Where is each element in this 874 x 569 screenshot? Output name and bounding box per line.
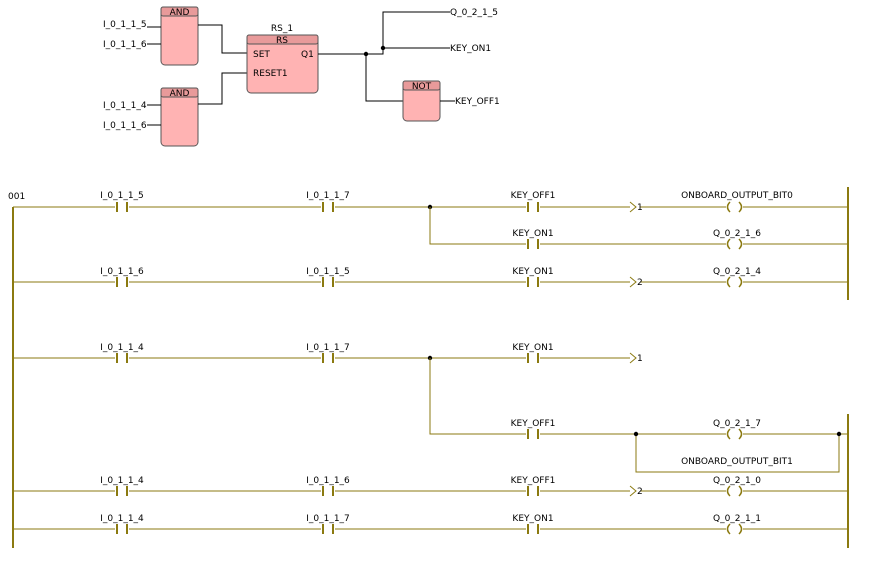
label-r2-coil: Q_0_2_1_4	[713, 267, 761, 277]
contact-r5-2[interactable]	[322, 524, 334, 534]
rung-5: I_0_1_1_4 I_0_1_1_7 KEY_ON1 Q_0_2_1_1	[13, 514, 848, 535]
contact-r2-3[interactable]	[527, 277, 539, 287]
label-r3b-coil: Q_0_2_1_7	[713, 419, 761, 429]
and1-input-1-label: I_0_1_1_5	[103, 20, 147, 30]
jump-r2-icon[interactable]	[629, 276, 637, 288]
jump-r1-icon[interactable]	[629, 201, 637, 213]
label-r2-jump: 2	[637, 278, 643, 288]
contact-r1b[interactable]	[527, 239, 539, 249]
contact-r1-2[interactable]	[322, 202, 334, 212]
and-block-1[interactable]: AND	[160, 6, 199, 66]
contact-r2-2[interactable]	[322, 277, 334, 287]
label-r4-c2: I_0_1_1_6	[306, 476, 350, 486]
rs-block-title: RS	[276, 36, 288, 46]
label-r4-coil: Q_0_2_1_0	[713, 476, 761, 486]
and2-input-1-label: I_0_1_1_4	[103, 101, 147, 111]
contact-r4-2[interactable]	[322, 486, 334, 496]
label-r2-c1: I_0_1_1_6	[100, 267, 144, 277]
contact-r2-1[interactable]	[116, 277, 128, 287]
q-output-wire	[366, 11, 450, 55]
coil-r1[interactable]	[726, 201, 743, 213]
key-on-junction	[380, 45, 386, 51]
and-block-1-title: AND	[170, 8, 190, 18]
coil-r1b[interactable]	[726, 238, 743, 250]
contact-r4-1[interactable]	[116, 486, 128, 496]
contact-r5-3[interactable]	[527, 524, 539, 534]
rung-3: I_0_1_1_4 I_0_1_1_7 KEY_ON1 1	[13, 343, 643, 364]
label-r1-jump: 1	[637, 203, 643, 213]
label-r1b-coil: Q_0_2_1_6	[713, 229, 761, 239]
rs-q-pin: Q1	[301, 50, 314, 60]
label-r4-jump: 2	[637, 487, 643, 497]
q-output-label: Q_0_2_1_5	[450, 8, 498, 18]
label-r3-c3: KEY_ON1	[512, 343, 553, 353]
contact-r1-1[interactable]	[116, 202, 128, 212]
rs-reset-pin: RESET1	[253, 69, 288, 79]
rung-4: I_0_1_1_4 I_0_1_1_6 KEY_OFF1 2 Q_0_2_1_0	[13, 476, 848, 497]
and-block-2[interactable]: AND	[160, 87, 199, 147]
contact-r3b[interactable]	[527, 429, 539, 439]
label-r3c-coil: ONBOARD_OUTPUT_BIT1	[681, 457, 793, 467]
coil-r3b[interactable]	[726, 428, 743, 440]
and1-input-wires	[147, 26, 161, 45]
contact-r3-1[interactable]	[116, 353, 128, 363]
label-r4-c1: I_0_1_1_4	[100, 476, 144, 486]
and2-input-wires	[147, 104, 161, 126]
rung-3-branch: KEY_OFF1 Q_0_2_1_7 ONBOARD_OUTPUT_BIT1	[429, 358, 848, 473]
contact-r4-3[interactable]	[527, 486, 539, 496]
label-r5-coil: Q_0_2_1_1	[713, 514, 761, 524]
label-r3-jump: 1	[637, 354, 643, 364]
coil-r5[interactable]	[726, 523, 743, 535]
rung-number: 001	[8, 192, 25, 202]
label-r4-c3: KEY_OFF1	[511, 476, 556, 486]
contact-r1-3[interactable]	[527, 202, 539, 212]
coil-r2[interactable]	[726, 276, 743, 288]
and2-to-reset-wire	[198, 72, 247, 105]
not-block[interactable]: NOT	[402, 80, 441, 122]
ladder-section: 001 I_0_1_1_5 I_0_1_1_7 KEY_OFF1 1 ONBOA…	[8, 187, 849, 548]
rung-1-branch: KEY_ON1 Q_0_2_1_6	[429, 207, 848, 250]
label-r1b-c3: KEY_ON1	[512, 229, 553, 239]
label-r3-c2: I_0_1_1_7	[306, 343, 350, 353]
label-r5-c3: KEY_ON1	[512, 514, 553, 524]
key-off-output-label: KEY_OFF1	[455, 97, 500, 107]
label-r1-c3: KEY_OFF1	[511, 191, 556, 201]
contact-r5-1[interactable]	[116, 524, 128, 534]
fbd-section: AND I_0_1_1_5 I_0_1_1_6 AND I_0_1_1_4 I_…	[103, 6, 500, 147]
coil-r4[interactable]	[726, 485, 743, 497]
label-r3b-c3: KEY_OFF1	[511, 419, 556, 429]
label-r5-c1: I_0_1_1_4	[100, 514, 144, 524]
rung-1: I_0_1_1_5 I_0_1_1_7 KEY_OFF1 1 ONBOARD_O…	[13, 191, 848, 213]
label-r2-c2: I_0_1_1_5	[306, 267, 350, 277]
jump-r3-icon[interactable]	[629, 352, 637, 364]
to-not-wire	[365, 54, 403, 102]
rung-2: I_0_1_1_6 I_0_1_1_5 KEY_ON1 2 Q_0_2_1_4	[13, 267, 848, 288]
contact-r3-3[interactable]	[527, 353, 539, 363]
and1-to-set-wire	[198, 24, 247, 54]
rs-block[interactable]: RS SET RESET1 Q1	[246, 34, 319, 94]
jump-r4-icon[interactable]	[629, 485, 637, 497]
and-block-2-title: AND	[170, 89, 190, 99]
label-r5-c2: I_0_1_1_7	[306, 514, 350, 524]
label-r1-c1: I_0_1_1_5	[100, 191, 144, 201]
label-r3-c1: I_0_1_1_4	[100, 343, 144, 353]
key-on-output-label: KEY_ON1	[450, 44, 491, 54]
and2-input-2-label: I_0_1_1_6	[103, 121, 147, 131]
contact-r3-2[interactable]	[322, 353, 334, 363]
label-r1-coil: ONBOARD_OUTPUT_BIT0	[681, 191, 793, 201]
and1-input-2-label: I_0_1_1_6	[103, 40, 147, 50]
rs-set-pin: SET	[253, 50, 270, 60]
label-r1-c2: I_0_1_1_7	[306, 191, 350, 201]
rs-instance-name: RS_1	[271, 24, 293, 34]
not-block-title: NOT	[412, 82, 432, 92]
label-r2-c3: KEY_ON1	[512, 267, 553, 277]
